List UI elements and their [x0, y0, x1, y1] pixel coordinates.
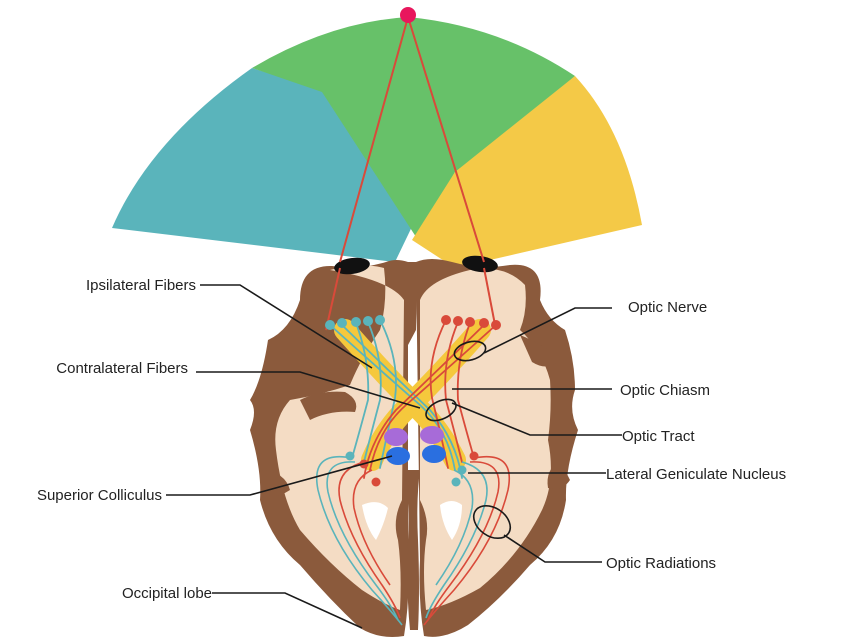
lgn-teal-dot: [452, 478, 461, 487]
label-optic-chiasm: Optic Chiasm: [620, 382, 710, 399]
red-dot: [491, 320, 501, 330]
label-optic-tract: Optic Tract: [622, 428, 695, 445]
label-superior-colliculus: Superior Colliculus: [37, 487, 162, 504]
red-dot: [441, 315, 451, 325]
lgn-red-dot: [372, 478, 381, 487]
teal-dot: [337, 318, 347, 328]
red-dot: [479, 318, 489, 328]
red-dot: [465, 317, 475, 327]
teal-dot: [351, 317, 361, 327]
teal-dot: [363, 316, 373, 326]
left-colliculus-upper: [384, 428, 408, 446]
label-optic-nerve: Optic Nerve: [628, 299, 707, 316]
fixation-point-dot: [400, 7, 416, 23]
lgn-teal-dot: [458, 466, 467, 475]
teal-dot: [325, 320, 335, 330]
teal-dot: [375, 315, 385, 325]
right-colliculus-lower: [422, 445, 446, 463]
lgn-red-dot: [470, 452, 479, 461]
label-optic-radiations: Optic Radiations: [606, 555, 716, 572]
right-colliculus-upper: [420, 426, 444, 444]
label-ipsilateral-fibers: Ipsilateral Fibers: [86, 277, 196, 294]
visual-field: [112, 17, 642, 268]
label-contralateral-fibers: Contralateral Fibers: [56, 360, 188, 377]
superior-colliculi: [384, 426, 446, 465]
lgn-teal-dot: [346, 452, 355, 461]
brain-section: [250, 259, 578, 637]
label-lateral-geniculate-nucleus: Lateral Geniculate Nucleus: [606, 466, 786, 483]
label-occipital-lobe: Occipital lobe: [122, 585, 212, 602]
red-dot: [453, 316, 463, 326]
